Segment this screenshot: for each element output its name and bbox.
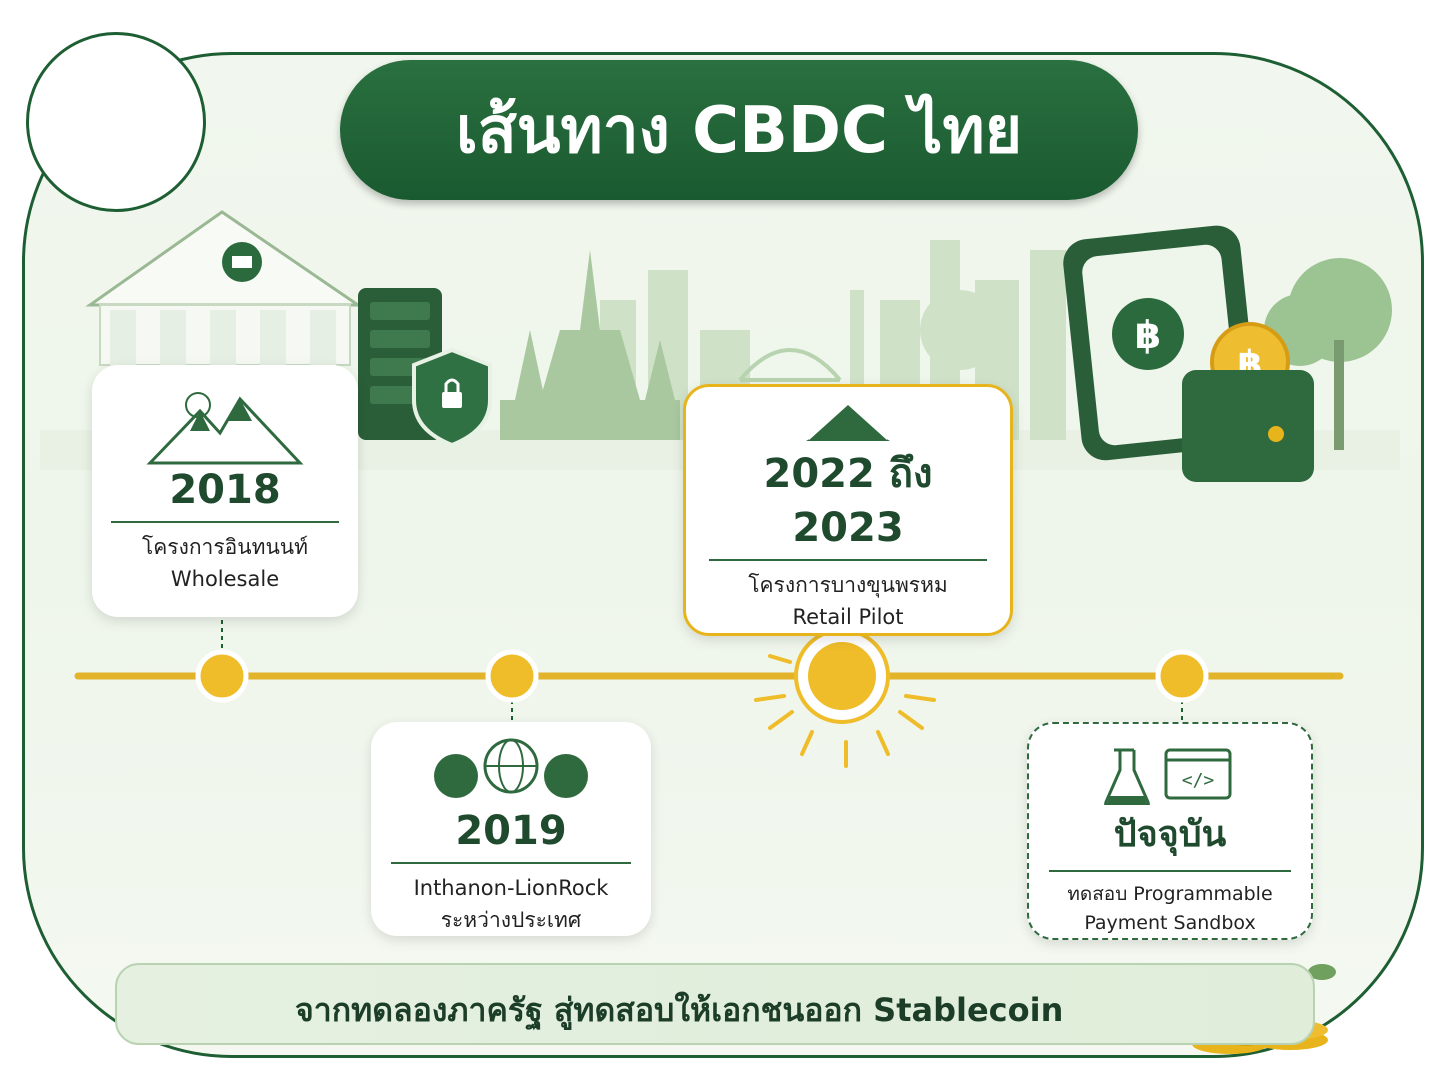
card-line2: Retail Pilot [792, 605, 904, 629]
bridge-icon [738, 348, 842, 382]
timeline-node [195, 649, 1209, 703]
card-line2: Payment Sandbox [1084, 912, 1256, 934]
card-line1: ทดสอบ Programmable [1067, 883, 1273, 905]
svg-text:</>: </> [1182, 770, 1215, 791]
lab-flask-code-icon: </> [1104, 748, 1232, 805]
page-title: เส้นทาง CBDC ไทย [340, 60, 1138, 200]
banner-text: จากทดลองภาครัฐ สู่ทดสอบให้เอกชนออก Stabl… [295, 991, 1064, 1029]
corner-circle [26, 32, 206, 212]
mountain-icon [146, 392, 304, 465]
svg-text:฿: ฿ [1135, 313, 1161, 357]
card-line1: โครงการอินทนนท์ [141, 535, 308, 559]
card-line1: Inthanon-LionRock [413, 876, 609, 900]
timeline-card-2022-2023: 2022 ถึง 2023 โครงการบางขุนพรหม Retail P… [683, 384, 1013, 636]
card-line2: ระหว่างประเทศ [440, 908, 582, 932]
card-year: 2018 [110, 467, 340, 523]
palace-icon [806, 405, 890, 441]
card-year: ปัจจุบัน [1048, 805, 1292, 872]
card-line1: โครงการบางขุนพรหม [748, 573, 948, 597]
shield-lock-icon [412, 347, 492, 448]
wallet-icon: ฿ [1182, 322, 1314, 482]
timeline-card-2019: 2019 Inthanon-LionRock ระหว่างประเทศ [371, 722, 651, 936]
temple-icon [500, 250, 680, 440]
bank-building-icon [85, 210, 363, 370]
timeline-card-2018: 2018 โครงการอินทนนท์ Wholesale [92, 365, 358, 617]
lion-globe-icon [434, 738, 588, 798]
card-year: 2022 ถึง 2023 [708, 441, 988, 561]
card-line2: Wholesale [170, 567, 280, 591]
active-timeline-node [754, 628, 936, 768]
timeline-card-present: </> ปัจจุบัน ทดสอบ Programmable Payment … [1027, 722, 1313, 940]
card-year: 2019 [390, 808, 632, 864]
bottom-banner [115, 963, 1315, 1045]
